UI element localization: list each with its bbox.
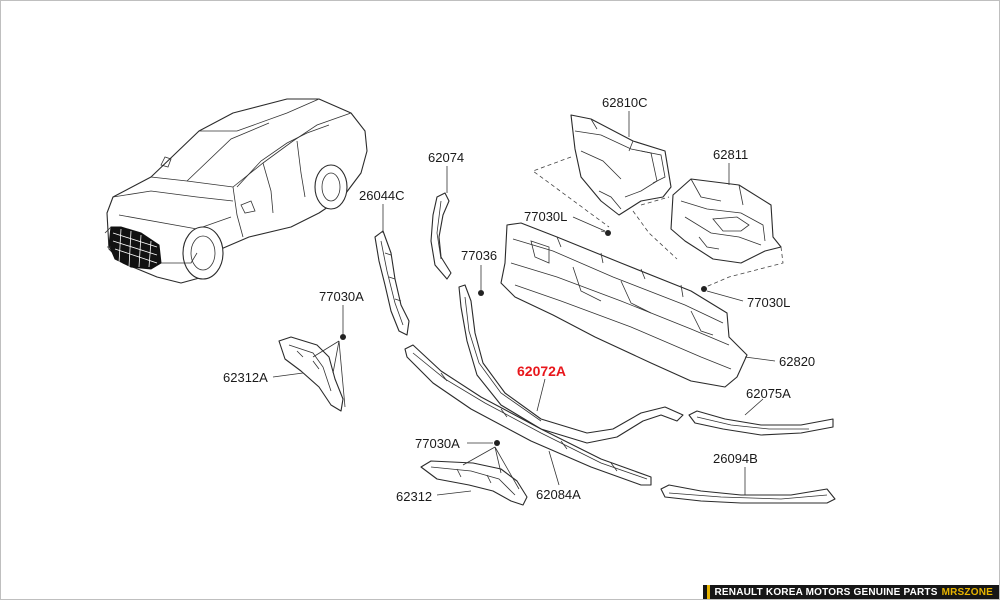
part-26094B-molding: [660, 484, 836, 504]
label-62811: 62811: [713, 147, 748, 162]
watermark-footer: RENAULT KOREA MOTORS GENUINE PARTS MRSZO…: [703, 585, 999, 599]
part-62312A-bracket: [278, 336, 344, 412]
label-77030A-bottom: 77030A: [415, 436, 460, 451]
footer-brand: MRSZONE: [941, 586, 993, 598]
footer-accent-bar: [707, 585, 711, 599]
part-26044C-molding: [374, 230, 410, 336]
part-62810C-duct: [570, 114, 672, 216]
part-62084A-strip: [404, 344, 652, 486]
fasteners: [340, 230, 707, 446]
part-62075A-molding: [688, 410, 834, 436]
label-77030A-left: 77030A: [319, 289, 364, 304]
part-62820-panel: [500, 222, 748, 388]
label-77030L-top: 77030L: [524, 209, 567, 224]
label-62074: 62074: [428, 150, 464, 165]
dashed-guide-lines: [532, 156, 784, 290]
part-labels: 62810C 62811 62074 26044C 77030L 77036 7…: [223, 95, 815, 504]
part-62312-bracket: [420, 460, 528, 506]
label-26044C: 26044C: [359, 188, 405, 203]
label-62075A: 62075A: [746, 386, 791, 401]
label-62072A-highlighted: 62072A: [517, 363, 566, 379]
leader-lines: [272, 111, 776, 496]
label-62810C: 62810C: [602, 95, 648, 110]
label-62312A: 62312A: [223, 370, 268, 385]
label-62312: 62312: [396, 489, 432, 504]
part-62072A-strip: [458, 284, 684, 444]
label-62820: 62820: [779, 354, 815, 369]
part-62811-duct: [670, 178, 782, 264]
car-illustration: [104, 98, 368, 284]
footer-text: RENAULT KOREA MOTORS GENUINE PARTS: [714, 586, 938, 598]
label-77036: 77036: [461, 248, 497, 263]
label-77030L-right: 77030L: [747, 295, 790, 310]
label-62084A: 62084A: [536, 487, 581, 502]
part-62074-molding: [430, 192, 452, 280]
label-26094B: 26094B: [713, 451, 758, 466]
